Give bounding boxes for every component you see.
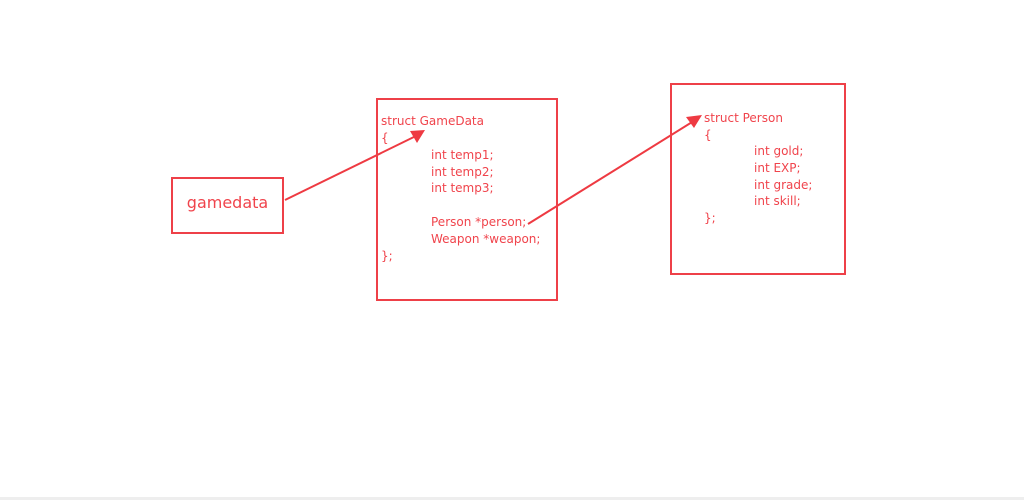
field: Person *person;	[431, 215, 527, 229]
arrowhead	[686, 115, 702, 128]
gamedata-variable-box: gamedata	[171, 177, 284, 234]
gamedata-struct-close: };	[381, 249, 393, 263]
person-struct-header: struct Person	[704, 111, 783, 125]
gamedata-struct-open: {	[381, 131, 389, 145]
field: int temp1;	[431, 148, 494, 162]
person-struct-box	[670, 83, 846, 275]
field: int skill;	[754, 194, 801, 208]
arrow-gamedata-to-struct	[284, 133, 422, 201]
field: Weapon *weapon;	[431, 232, 541, 246]
field: int grade;	[754, 178, 813, 192]
person-struct-close: };	[704, 211, 716, 225]
field: int temp2;	[431, 165, 494, 179]
gamedata-label: gamedata	[186, 193, 269, 212]
person-struct-open: {	[704, 128, 712, 142]
gamedata-struct-box	[376, 98, 558, 301]
field: int EXP;	[754, 161, 801, 175]
arrowhead	[410, 130, 425, 143]
field: int gold;	[754, 144, 804, 158]
gamedata-struct-header: struct GameData	[381, 114, 484, 128]
bottom-divider	[0, 497, 1024, 500]
field: int temp3;	[431, 181, 494, 195]
